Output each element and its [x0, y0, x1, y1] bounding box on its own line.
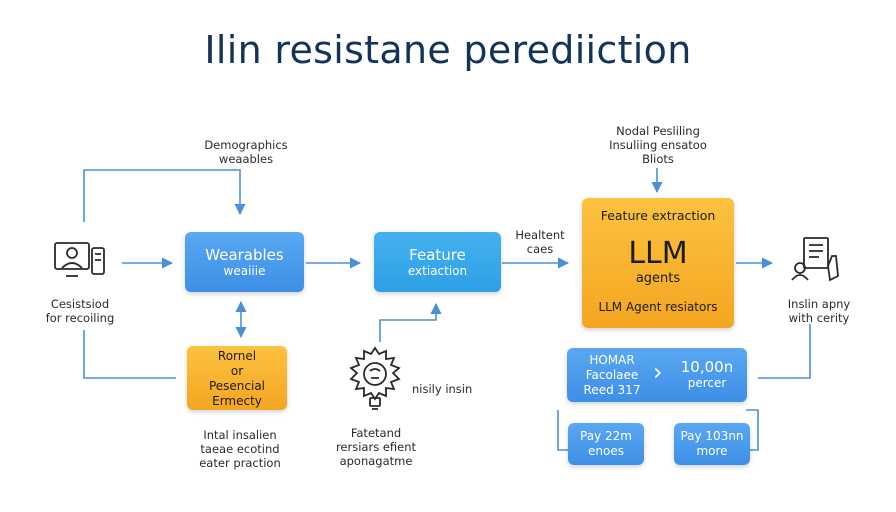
pay-right-box: Pay 103nn more [674, 423, 750, 465]
wearables-box: Wearables weaiiie [185, 232, 304, 292]
llm-top-label: Feature extraction [600, 208, 716, 223]
rornel-line-1: Rornel [217, 349, 257, 363]
homar-box: HOMAR Facolaee Reed 317 › 10,00n percer [567, 348, 747, 402]
document-hand-icon [791, 237, 839, 282]
feature-title: Feature [409, 246, 466, 264]
llm-sub-label: agents [635, 271, 681, 286]
pay-left-line-1: Pay 22m [580, 429, 632, 443]
nisily-label: nisily insin [412, 382, 473, 396]
rornel-box: Rornel or Pesencial Ermecty [187, 346, 287, 410]
rornel-line-4: Ermecty [212, 394, 262, 408]
homar-left-text: HOMAR Facolaee Reed 317 [583, 353, 641, 397]
lightbulb-icon [349, 346, 401, 410]
pay-left-box: Pay 22m enoes [568, 423, 644, 465]
feature-subtitle: extiaction [407, 264, 468, 278]
pay-right-line-2: more [696, 444, 728, 458]
rornel-line-3: Pesencial [208, 379, 266, 393]
feature-extraction-box: Feature extiaction [374, 232, 501, 292]
llm-bottom-label: LLM Agent resiators [598, 300, 718, 314]
page-title: Ilin resistane perediiction [204, 28, 692, 72]
chevron-right-icon: › [653, 358, 663, 386]
pay-right-line-1: Pay 103nn [680, 429, 744, 443]
rornel-line-2: or [230, 364, 244, 378]
wearables-title: Wearables [205, 246, 284, 264]
pay-left-line-2: enoes [588, 444, 624, 458]
llm-agents-box: Feature extraction LLM agents LLM Agent … [582, 198, 734, 328]
wearables-subtitle: weaiiie [223, 264, 266, 278]
homar-right-text: 10,00n percer [680, 358, 734, 390]
person-monitor-icon [54, 242, 105, 277]
llm-main-label: LLM [628, 236, 688, 271]
